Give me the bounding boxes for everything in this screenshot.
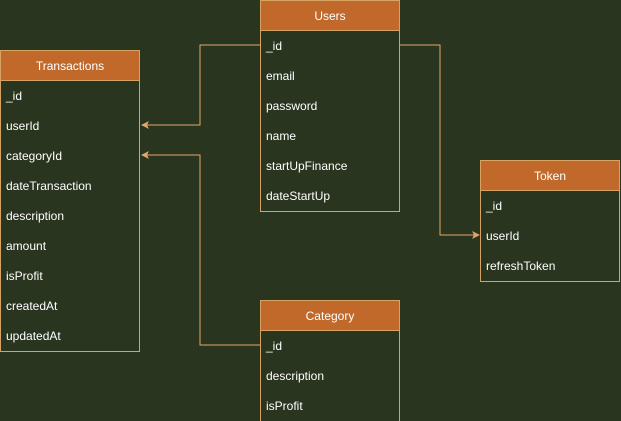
- entity-transactions-field-categoryid[interactable]: categoryId: [6, 149, 63, 163]
- entity-transactions-field-createdat[interactable]: createdAt: [6, 299, 58, 313]
- entity-users-field-password[interactable]: password: [266, 99, 318, 113]
- entity-users-field-datestartup[interactable]: dateStartUp: [266, 189, 331, 203]
- entity-token-field-id[interactable]: _id: [486, 199, 503, 213]
- entity-users-header[interactable]: Users: [261, 1, 399, 31]
- entity-category-field-description[interactable]: description: [266, 369, 325, 383]
- entity-users-field-email[interactable]: email: [266, 69, 295, 83]
- entity-token-field-userid[interactable]: userId: [486, 229, 520, 243]
- entity-transactions-field-updatedat[interactable]: updatedAt: [6, 329, 61, 343]
- entity-users[interactable]: Users _id email password name startUpFin…: [260, 0, 400, 212]
- entity-token[interactable]: Token _id userId refreshToken: [480, 160, 620, 282]
- entity-transactions[interactable]: Transactions _id userId categoryId dateT…: [0, 50, 140, 352]
- entity-category-header[interactable]: Category: [261, 301, 399, 331]
- connector-users-id-to-token-userid: [400, 44, 480, 239]
- entity-transactions-field-isprofit[interactable]: isProfit: [6, 269, 43, 283]
- entity-users-field-id[interactable]: _id: [266, 39, 283, 53]
- entity-token-header[interactable]: Token: [481, 161, 619, 191]
- entity-transactions-field-datetransaction[interactable]: dateTransaction: [6, 179, 92, 193]
- connector-category-id-to-transactions-categoryid: [141, 151, 260, 346]
- entity-transactions-field-amount[interactable]: amount: [6, 239, 47, 253]
- entity-transactions-header[interactable]: Transactions: [1, 51, 139, 81]
- entity-category-field-id[interactable]: _id: [266, 339, 283, 353]
- entity-transactions-field-id[interactable]: _id: [6, 89, 23, 103]
- entity-users-field-name[interactable]: name: [266, 129, 297, 143]
- entity-transactions-field-userid[interactable]: userId: [6, 119, 40, 133]
- entity-transactions-field-description[interactable]: description: [6, 209, 65, 223]
- entity-token-field-refreshtoken[interactable]: refreshToken: [486, 259, 556, 273]
- connector-users-id-to-transactions-userid: [141, 44, 260, 129]
- entity-users-field-startupfinance[interactable]: startUpFinance: [266, 159, 348, 173]
- entity-category[interactable]: Category _id description isProfit: [260, 300, 400, 421]
- entity-category-field-isprofit[interactable]: isProfit: [266, 399, 303, 413]
